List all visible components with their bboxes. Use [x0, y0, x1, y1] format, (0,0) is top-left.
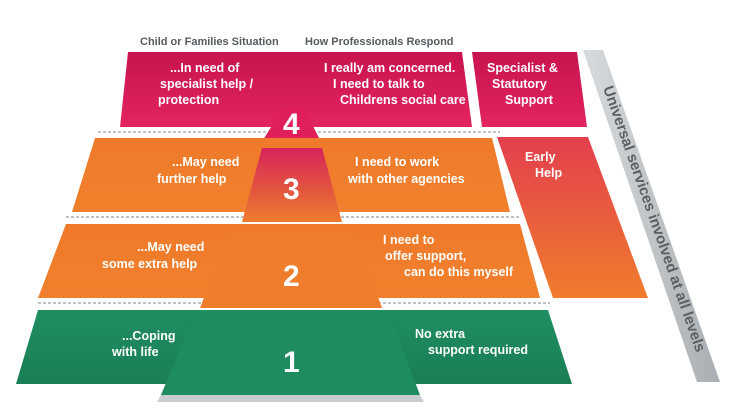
level-1-number: 1: [283, 346, 300, 379]
pyramid-base: [157, 395, 424, 402]
level-1-pyramid-step: [161, 322, 420, 395]
specialist-support-box: [472, 52, 587, 127]
level-2-response: I need to offer support, can do this mys…: [383, 233, 514, 279]
early-help-label: Early Help: [525, 150, 562, 180]
specialist-support-label: Specialist & Statutory Support: [487, 61, 561, 107]
level-2-number: 2: [283, 260, 300, 293]
level-3-number: 3: [283, 173, 300, 206]
response-column-header: How Professionals Respond: [305, 36, 454, 48]
level-2-situation: ...May need some extra help: [102, 240, 208, 271]
level-2-pyramid-step: [200, 234, 382, 308]
level-4-response: I really am concerned. I need to talk to…: [324, 61, 466, 107]
level-1-response: No extra support required: [415, 327, 528, 357]
universal-services-bar: [583, 50, 720, 382]
level-3-pyramid-step: [242, 148, 342, 222]
level-4-band: [120, 52, 472, 127]
situation-column-header: Child or Families Situation: [140, 36, 279, 48]
level-4-number: 4: [283, 108, 300, 141]
level-1-situation: ...Coping with life: [111, 329, 179, 359]
level-4-pyramid-step: [263, 108, 320, 140]
early-help-box: [497, 137, 648, 298]
level-4-situation: ...In need of specialist help / protecti…: [158, 61, 257, 107]
level-3-response: I need to work with other agencies: [347, 155, 465, 186]
level-3-situation: ...May need further help: [157, 155, 243, 186]
